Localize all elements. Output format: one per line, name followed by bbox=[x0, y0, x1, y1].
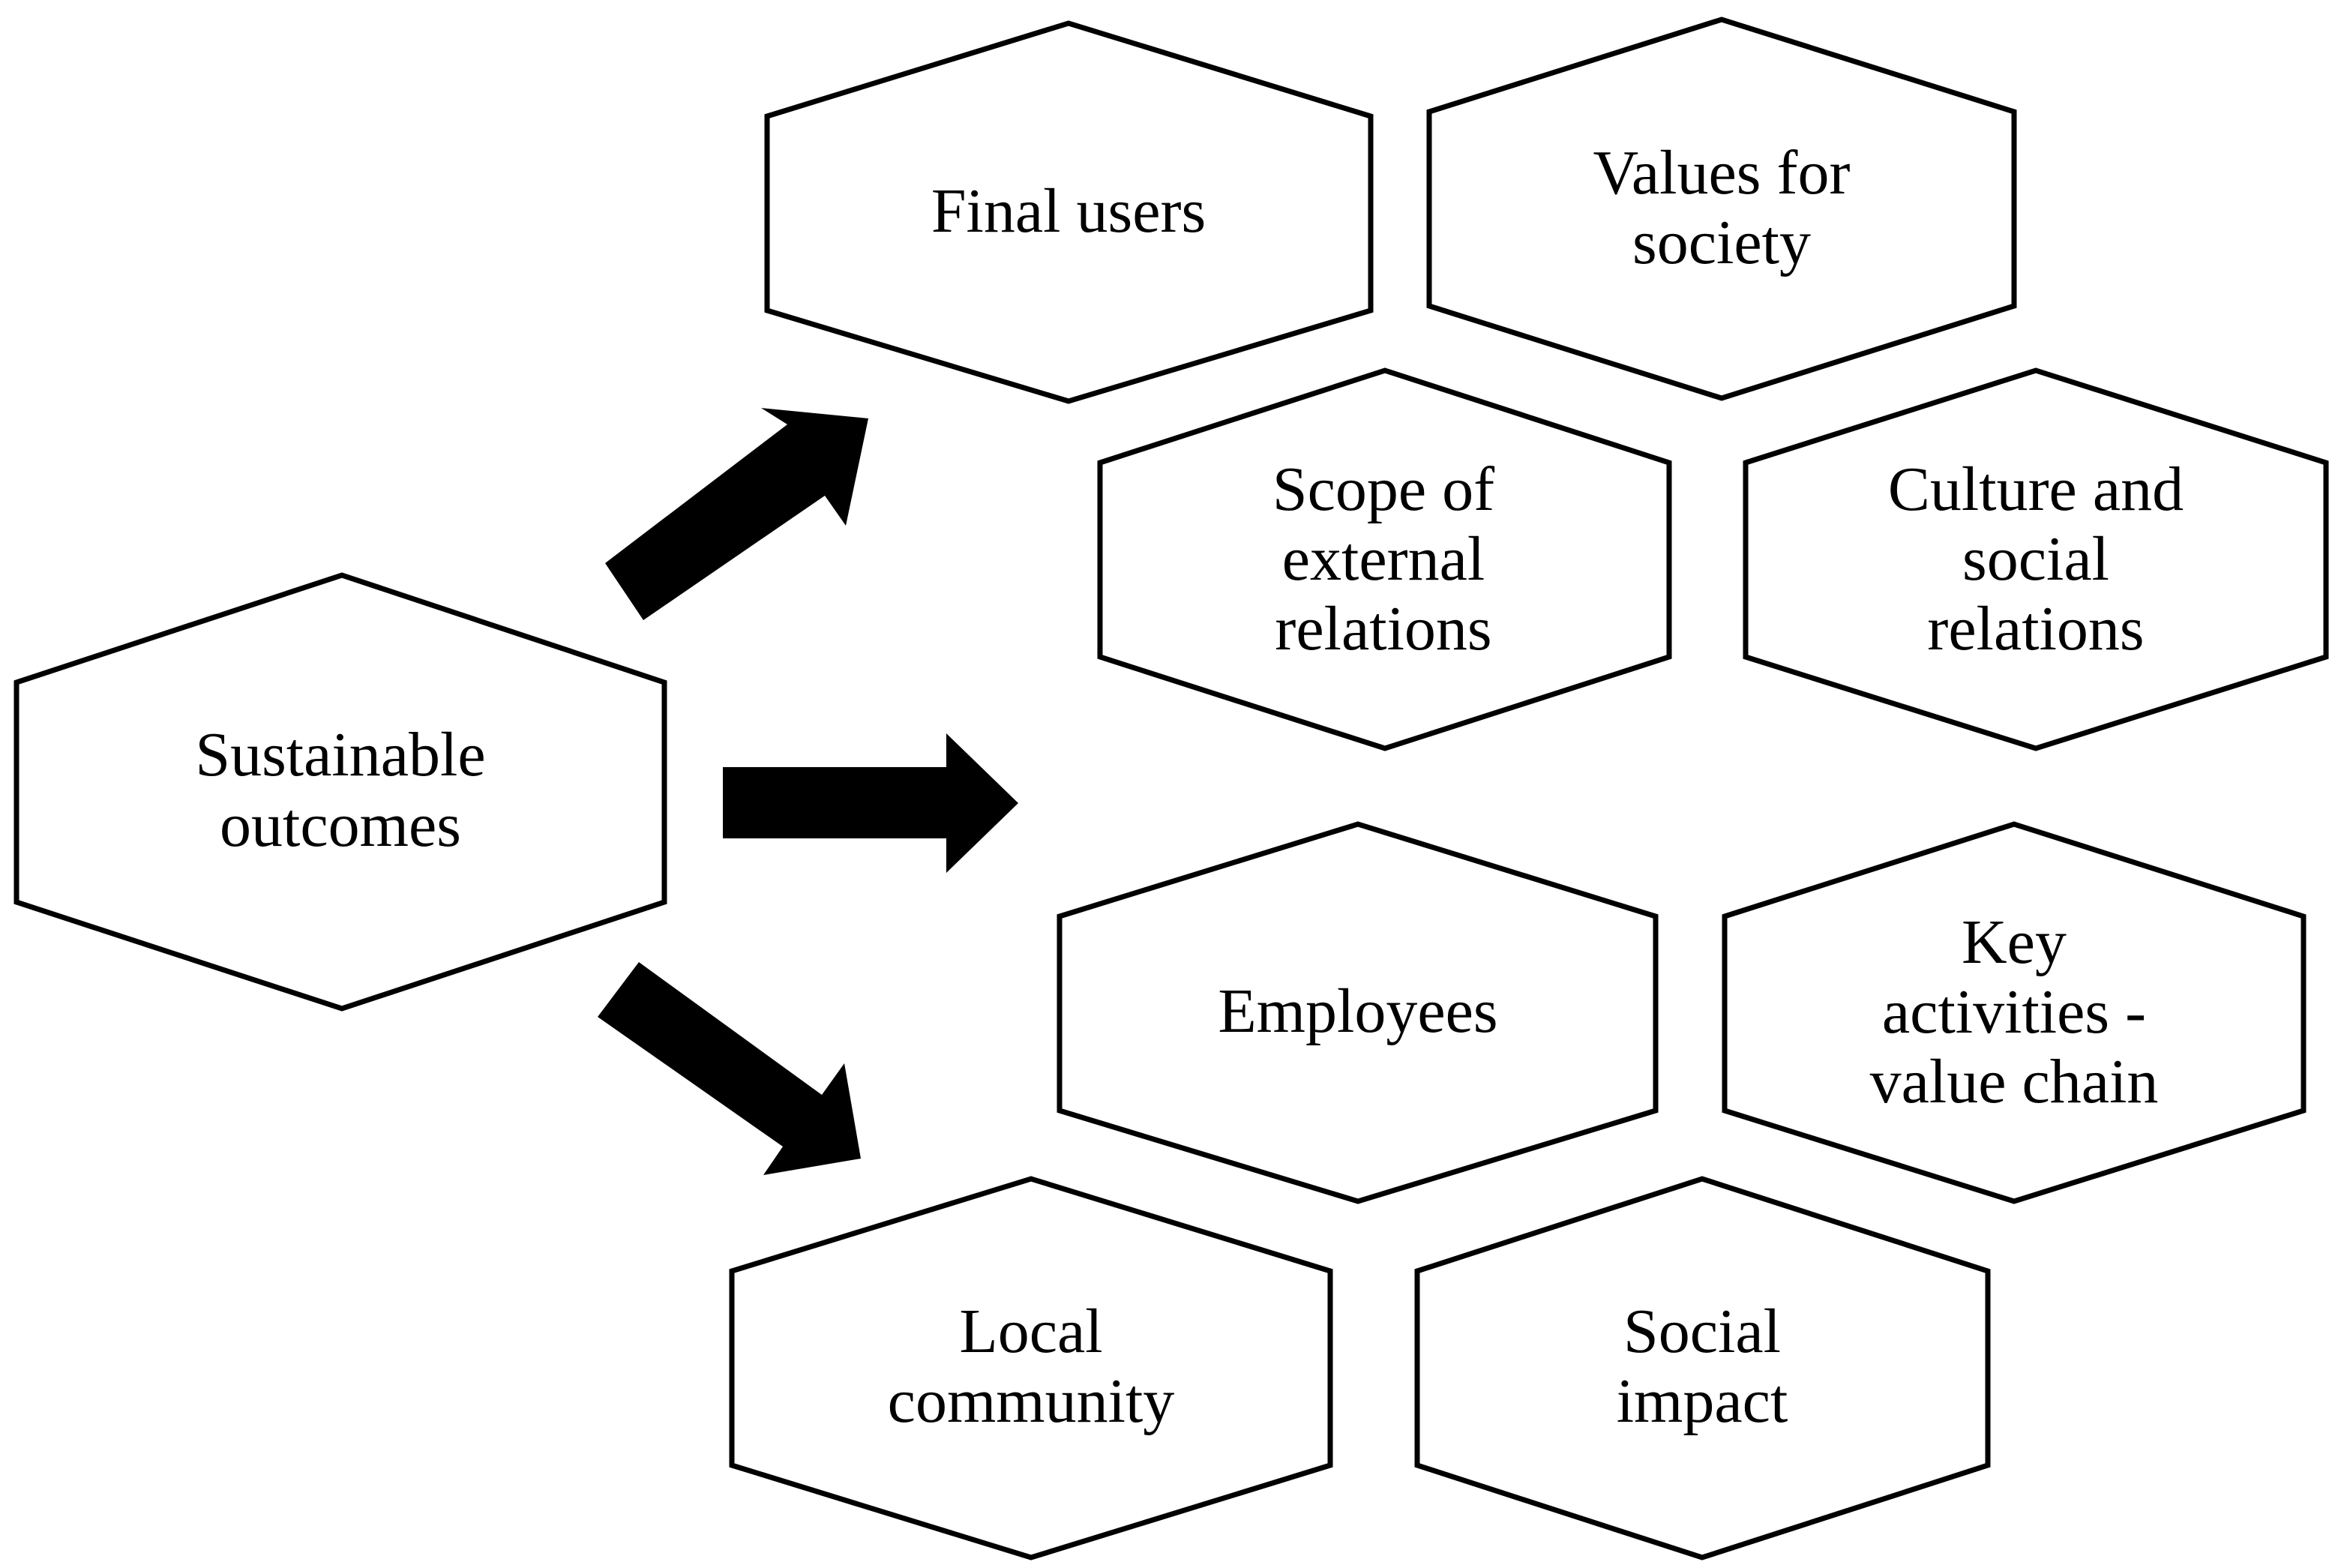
hexagon-shape bbox=[13, 572, 667, 1012]
arrow-down-right-icon bbox=[598, 962, 861, 1175]
hexagon-label: Key bbox=[1962, 907, 2067, 977]
hexagon-label: community bbox=[888, 1366, 1175, 1436]
hexagon-label: social bbox=[1962, 524, 2109, 594]
hexagon-label: Final users bbox=[931, 176, 1206, 246]
hexagon-final-users: Final users bbox=[764, 20, 1374, 404]
hexagon-local-community: Local community bbox=[729, 1176, 1333, 1561]
hexagon-label: relations bbox=[1927, 594, 2144, 664]
arrow-up-right-icon bbox=[605, 408, 868, 620]
arrow-right-icon bbox=[723, 733, 1018, 873]
hexagon-label: Culture and bbox=[1888, 454, 2184, 524]
hexagon-label: Local bbox=[959, 1297, 1102, 1366]
hexagon-culture-and-social-relations: Culture and social relations bbox=[1743, 367, 2329, 751]
hexagon-label: society bbox=[1632, 208, 1811, 277]
hexagon-shape bbox=[729, 1176, 1333, 1561]
hexagon-label: activities - bbox=[1882, 977, 2146, 1047]
hexagon-scope-of-external-relations: Scope of external relations bbox=[1097, 367, 1672, 751]
hexagon-shape bbox=[1426, 16, 2017, 401]
hexagon-label: Values for bbox=[1593, 138, 1851, 208]
hexagon-shape bbox=[1414, 1176, 1991, 1561]
hexagon-shape bbox=[764, 20, 1374, 404]
hexagon-label: Sustainable bbox=[195, 720, 485, 790]
hexagon-shape bbox=[1057, 821, 1659, 1204]
hexagon-key-activities: Key activities - value chain bbox=[1722, 821, 2307, 1204]
hexagon-sustainable-outcomes: Sustainable outcomes bbox=[13, 572, 667, 1012]
hexagon-label: impact bbox=[1617, 1366, 1788, 1436]
hexagon-shape bbox=[1722, 821, 2307, 1204]
hexagon-label: Scope of bbox=[1272, 454, 1494, 524]
hexagon-label: external bbox=[1282, 524, 1485, 594]
hexagon-label: outcomes bbox=[220, 790, 461, 860]
hexagon-label: value chain bbox=[1870, 1047, 2159, 1117]
hexagon-label: Employees bbox=[1218, 976, 1497, 1046]
hexagon-social-impact: Social impact bbox=[1414, 1176, 1991, 1561]
hexagon-employees: Employees bbox=[1057, 821, 1659, 1204]
hexagon-shape bbox=[1743, 367, 2329, 751]
hexagon-values-for-society: Values for society bbox=[1426, 16, 2017, 401]
hexagon-shape bbox=[1097, 367, 1672, 751]
hexagon-label: relations bbox=[1275, 594, 1491, 664]
hexagon-label: Social bbox=[1623, 1297, 1781, 1366]
